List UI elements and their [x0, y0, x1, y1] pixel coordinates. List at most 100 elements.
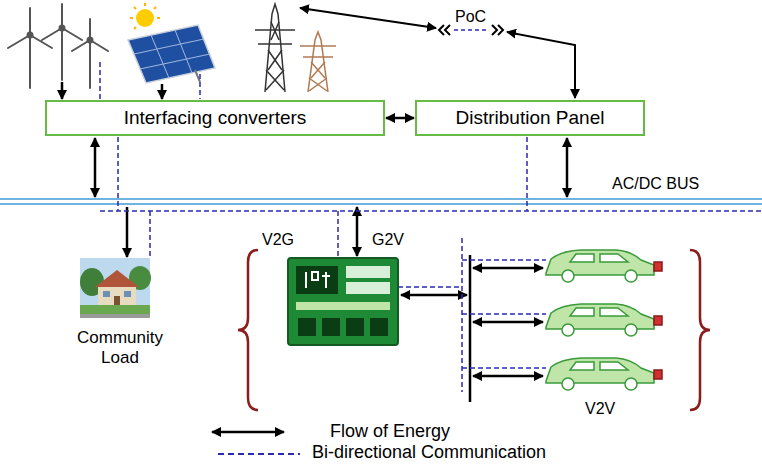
communication-line: [117, 137, 119, 211]
transmission-tower-icon: [309, 78, 327, 91]
solar-panel-icon: [144, 3, 146, 6]
communication-line: [526, 137, 528, 211]
group-brace: [238, 250, 258, 410]
energy-flow-arrow: [473, 321, 543, 324]
charging-station: [298, 318, 316, 336]
grid-connection-wire: [492, 25, 503, 35]
legend-sample: [218, 453, 300, 455]
transmission-tower-icon: [300, 32, 336, 92]
v2g-label: V2G: [262, 230, 294, 249]
converter-box: Interfacing converters: [45, 100, 385, 136]
communication-line: [462, 313, 546, 315]
wind-turbine-icon: [88, 38, 93, 43]
electric-vehicle: [654, 316, 662, 325]
communication-line: [462, 259, 546, 261]
community-picture: [80, 258, 150, 318]
solar-panel-icon: [134, 30, 210, 78]
grid-connection-wire: [507, 32, 575, 98]
transmission-tower-icon: [300, 45, 336, 47]
solar-panel-icon: [154, 7, 156, 9]
wind-turbine-icon: [61, 28, 63, 80]
solar-panel-icon: [134, 7, 136, 9]
solar-panel-icon: [128, 25, 215, 83]
wind-turbine-icon: [8, 4, 108, 88]
legend-text: Bi-directional Communication: [312, 442, 546, 462]
solar-panel-icon: [175, 30, 192, 73]
transmission-tower-icon: [268, 50, 282, 70]
transmission-tower-icon: [311, 62, 325, 78]
communication-line: [99, 62, 101, 99]
communication-line: [398, 286, 462, 288]
communication-line: [100, 210, 762, 212]
transmission-tower-icon: [271, 22, 279, 40]
charging-station: [346, 318, 364, 336]
legend-entry: Flow of Energy: [330, 421, 450, 442]
panel-box: Distribution Panel: [415, 100, 645, 136]
transmission-tower-icon: [266, 70, 284, 90]
transmission-tower-icon: [309, 78, 327, 91]
grid-connection-wire: [454, 29, 488, 31]
wind-turbine-icon: [60, 26, 65, 31]
charging-station: [288, 258, 398, 345]
community-picture: [124, 291, 131, 297]
transmission-tower-icon: [255, 4, 336, 92]
electric-vehicle: [570, 308, 628, 316]
transmission-tower-icon: [266, 70, 284, 90]
solar-panel-icon: [128, 3, 215, 83]
wind-turbine-icon: [29, 8, 31, 35]
community-picture: [114, 296, 120, 306]
electric-vehicle: [654, 370, 662, 379]
electric-vehicle: [546, 358, 654, 383]
wind-turbine-icon: [8, 35, 30, 48]
poc-label: PoC: [455, 7, 486, 26]
ac-dc-bus-line: [0, 199, 762, 204]
community-picture: [80, 258, 151, 318]
solar-panel-icon: [130, 3, 160, 29]
legend-entry: Bi-directional Communication: [312, 442, 546, 463]
solar-panel-icon: [134, 39, 204, 54]
legend-text: Flow of Energy: [330, 421, 450, 441]
communication-line: [461, 238, 463, 392]
charging-station: [296, 266, 338, 294]
ac-dc-bus-line: [0, 198, 762, 200]
wind-turbine-icon: [89, 40, 91, 88]
transmission-tower-icon: [268, 50, 282, 70]
transmission-tower-icon: [265, 4, 285, 92]
energy-flow-arrow: [386, 117, 414, 120]
communication-line: [149, 211, 151, 258]
bus-label: AC/DC BUS: [612, 174, 699, 193]
solar-panel-icon: [134, 27, 136, 29]
ac-dc-bus-line: [0, 203, 762, 205]
transmission-tower-icon: [271, 22, 279, 40]
electric-vehicle: [546, 358, 662, 390]
energy-flow-arrow: [126, 207, 129, 257]
energy-flow-arrow: [356, 207, 359, 256]
electric-vehicle: [546, 304, 662, 336]
communication-line: [462, 367, 546, 369]
solar-panel-icon: [130, 17, 133, 19]
electric-vehicle: [625, 378, 637, 390]
charging-station: [322, 318, 340, 336]
charging-station: [346, 266, 390, 278]
community-picture: [80, 314, 150, 318]
solar-panel-icon: [136, 9, 154, 27]
communication-line: [337, 211, 339, 258]
electric-vehicle: [546, 250, 654, 275]
grid-connection-wire: [300, 8, 575, 98]
community-picture: [103, 291, 110, 297]
energy-flow-arrow: [61, 82, 64, 99]
group-brace: [690, 250, 710, 410]
wind-turbine-icon: [28, 33, 33, 38]
electric-vehicle: [654, 262, 662, 271]
transmission-tower-icon: [258, 43, 292, 45]
electric-vehicle: [625, 270, 637, 282]
electric-vehicle: [546, 250, 662, 282]
v2v-label: V2V: [585, 399, 615, 418]
group-brace: [238, 250, 710, 410]
grid-connection-wire: [439, 25, 450, 35]
energy-flow-arrow: [473, 267, 543, 270]
electric-vehicle: [562, 324, 574, 336]
solar-panel-icon: [151, 35, 169, 78]
electric-vehicle: [570, 362, 628, 370]
